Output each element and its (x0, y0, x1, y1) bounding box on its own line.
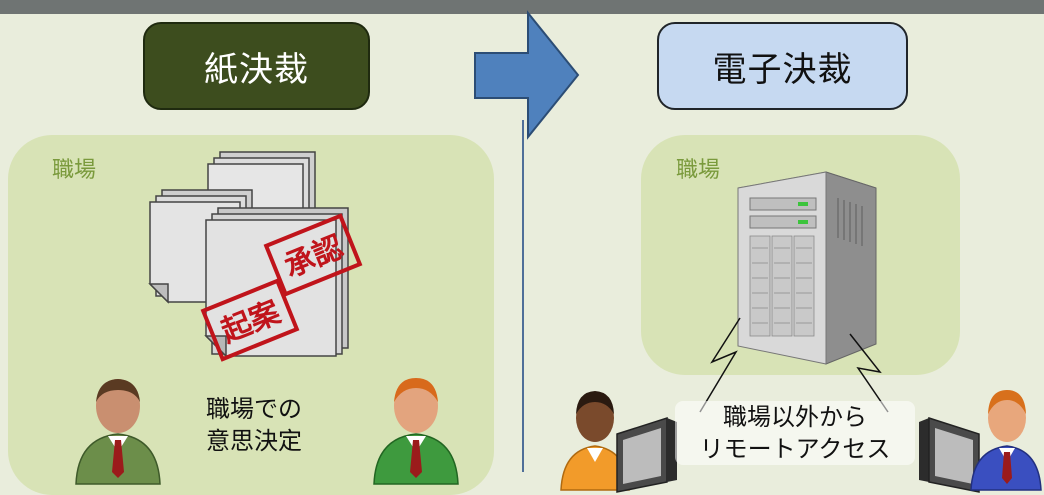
remote-access-caption-line2: リモートアクセス (699, 435, 891, 463)
server-icon (737, 171, 877, 365)
workplace-label-left: 職場 (52, 158, 97, 183)
network-connection-lines (699, 317, 889, 413)
remote-user-icon-right (919, 390, 1042, 493)
person-icon-right (373, 378, 459, 485)
decision-caption-line1: 職場での (206, 395, 302, 423)
divider-line (522, 120, 524, 472)
paper-approval-title: 紙決裁 (143, 22, 370, 110)
electronic-approval-title: 電子決裁 (657, 22, 908, 110)
person-icon-left (75, 379, 161, 485)
remote-access-caption: 職場以外から リモートアクセス (675, 401, 915, 465)
workplace-label-right: 職場 (676, 158, 721, 183)
paper-documents-icon: 承認 起案 (148, 151, 363, 362)
remote-access-caption-line1: 職場以外から (723, 403, 867, 431)
transition-arrow (474, 10, 580, 140)
remote-user-icon-left (560, 391, 677, 493)
decision-caption: 職場での 意思決定 (184, 393, 324, 457)
top-bar (0, 0, 1044, 14)
decision-caption-line2: 意思決定 (206, 427, 302, 455)
